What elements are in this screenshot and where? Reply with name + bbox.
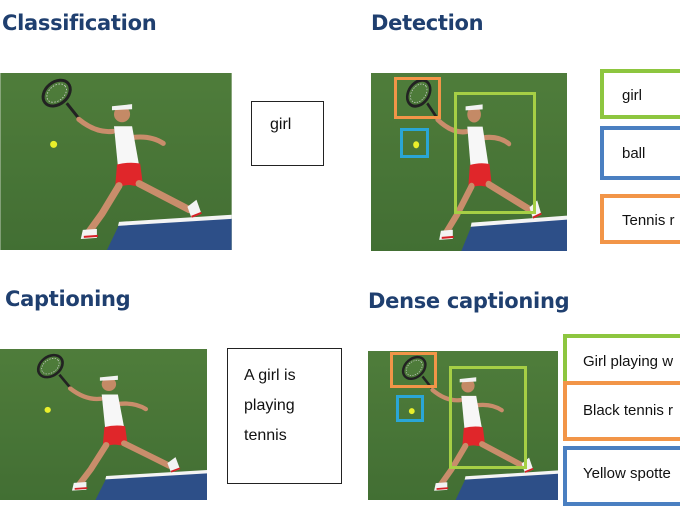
caption-text: A girl is playing tennis xyxy=(244,367,296,444)
racket-bounding-box xyxy=(394,77,441,119)
detection-label-ball-text: ball xyxy=(622,145,646,162)
dense-caption-girl: Girl playing w xyxy=(563,334,680,386)
detection-label-girl-text: girl xyxy=(622,87,643,104)
dense-caption-racket-text: Black tennis r xyxy=(583,402,674,419)
dense-caption-ball: Yellow spotte xyxy=(563,446,680,506)
detection-label-racket: Tennis r xyxy=(600,194,680,244)
detection-title: Detection xyxy=(371,11,484,35)
dense-captioning-title: Dense captioning xyxy=(368,289,570,313)
ball-bounding-box xyxy=(400,128,429,158)
tennis-photo-detection xyxy=(371,73,567,251)
person-region-box xyxy=(449,366,527,469)
classification-label-box: girl xyxy=(251,101,324,166)
detection-label-racket-text: Tennis r xyxy=(622,212,675,229)
detection-label-girl: girl xyxy=(600,69,680,119)
captioning-title: Captioning xyxy=(5,287,131,311)
tennis-photo-captioning xyxy=(0,349,207,500)
dense-caption-ball-text: Yellow spotte xyxy=(583,465,671,482)
person-bounding-box xyxy=(454,92,536,214)
dense-caption-racket: Black tennis r xyxy=(563,381,680,441)
dense-caption-girl-text: Girl playing w xyxy=(583,353,674,370)
classification-label: girl xyxy=(270,116,292,133)
caption-box: A girl is playing tennis xyxy=(227,348,342,484)
tennis-photo-dense-captioning xyxy=(368,351,558,500)
ball-region-box xyxy=(396,395,424,422)
classification-title: Classification xyxy=(2,11,157,35)
detection-label-ball: ball xyxy=(600,126,680,180)
tennis-photo-classification xyxy=(0,73,232,250)
racket-region-box xyxy=(390,352,437,388)
